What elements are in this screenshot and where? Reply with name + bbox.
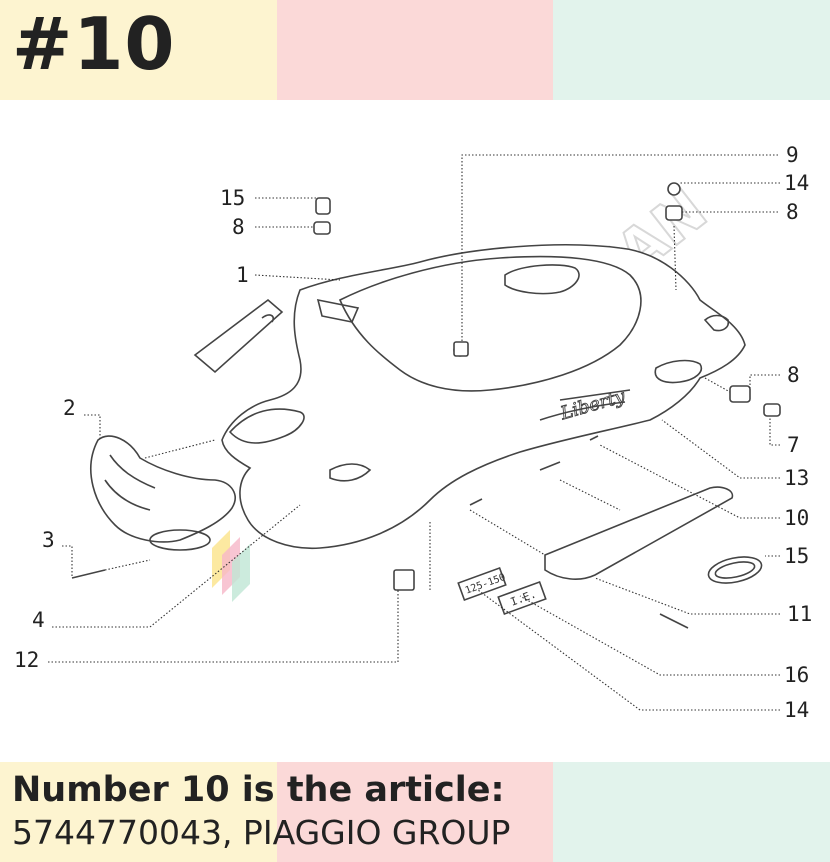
callout-7: 7 — [787, 433, 800, 457]
callout-4: 4 — [32, 608, 45, 632]
page-number-heading: #10 — [12, 2, 176, 86]
callout-labels: 15 8 1 2 3 4 12 9 14 8 8 7 13 10 15 11 1… — [14, 143, 812, 722]
exploded-parts-diagram: MOTOMORECAN Liberty — [14, 143, 812, 722]
callout-14-top: 14 — [784, 171, 809, 195]
hardware-parts — [71, 182, 781, 629]
callout-9: 9 — [786, 143, 799, 167]
band-mint — [553, 0, 830, 100]
plate-stickers: 125-150 I.E. — [457, 566, 547, 616]
callout-8-lower: 8 — [787, 363, 800, 387]
band-pink-bottom — [276, 762, 554, 862]
watermark-logo — [212, 530, 250, 602]
side-panel-part — [544, 486, 734, 580]
band-mint-bottom — [553, 762, 830, 862]
reflector-part — [707, 556, 763, 584]
callout-10: 10 — [784, 506, 809, 530]
callout-11: 11 — [787, 602, 812, 626]
callout-15-lower: 15 — [784, 544, 809, 568]
band-yellow-bottom — [0, 762, 277, 862]
footer-color-band — [0, 762, 830, 862]
callout-3: 3 — [42, 528, 55, 552]
callout-12: 12 — [14, 648, 39, 672]
callout-15-top: 15 — [220, 186, 245, 210]
callout-8-right: 8 — [786, 200, 799, 224]
front-spoiler-part — [90, 435, 236, 551]
band-yellow — [0, 0, 277, 100]
band-pink — [276, 0, 554, 100]
bracket-part — [193, 298, 284, 374]
leader-lines — [48, 154, 780, 711]
callout-16: 16 — [784, 663, 809, 687]
callout-1: 1 — [236, 263, 249, 287]
caption-title: Number 10 is the article: — [12, 770, 505, 810]
header-color-band — [0, 0, 830, 100]
leg-shield-body — [221, 244, 746, 550]
caption-article-number: 5744770043, PIAGGIO GROUP — [12, 813, 511, 852]
callout-14-bottom: 14 — [784, 698, 809, 722]
callout-13: 13 — [784, 466, 809, 490]
callout-2: 2 — [63, 396, 76, 420]
callout-8-top: 8 — [232, 215, 245, 239]
